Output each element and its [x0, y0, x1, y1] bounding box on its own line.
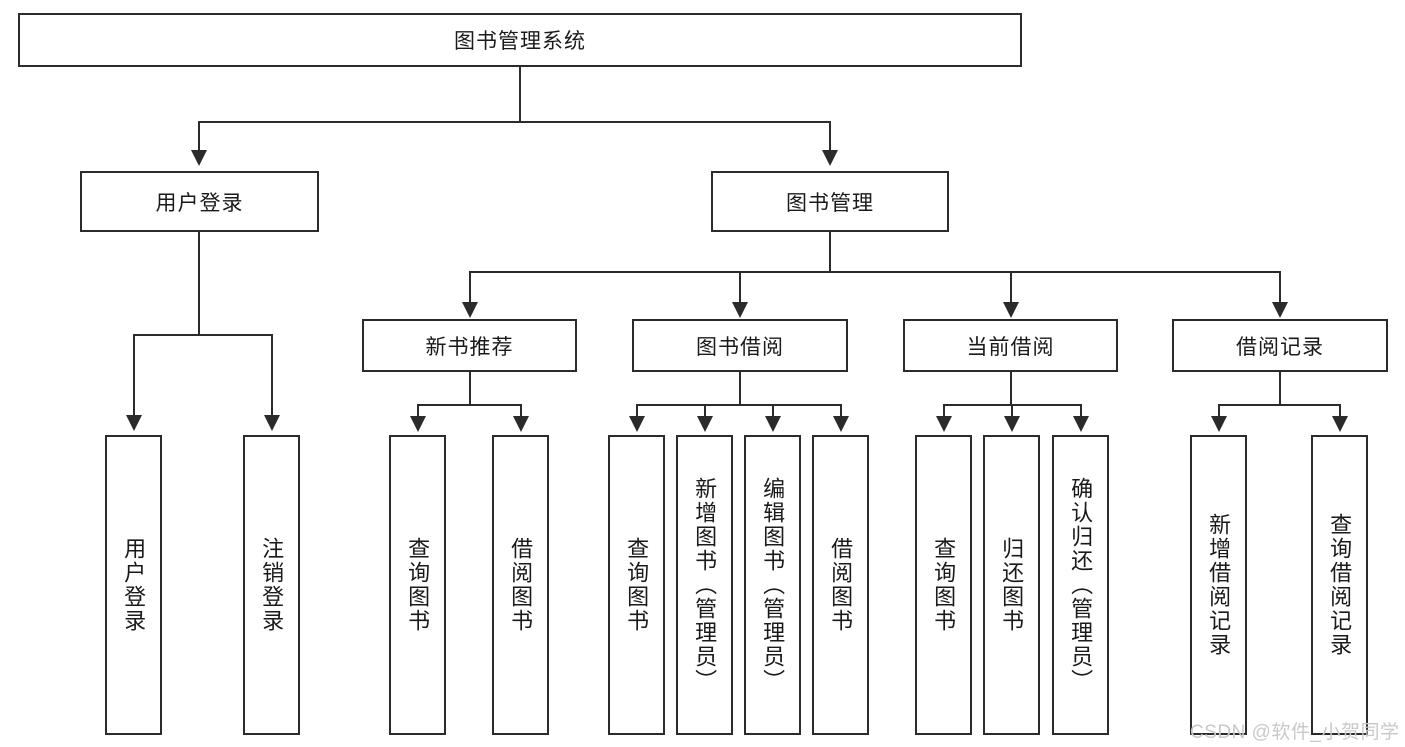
- connector-root-drop-1: [198, 121, 200, 152]
- arrowhead-root-to-book-mgmt: [822, 150, 838, 166]
- connector-user-login-stem: [198, 232, 200, 336]
- arrowhead-current-borrow-leaf-2: [1004, 416, 1020, 432]
- arrowhead-user-login-leaf-2: [264, 415, 280, 431]
- node-label: 查询图书: [931, 537, 957, 633]
- connector-current-borrow-drop-3: [1080, 404, 1082, 418]
- leaf-book-borrow-edit[interactable]: 编辑图书（管理员）: [744, 435, 801, 735]
- node-label: 借阅图书: [828, 537, 854, 633]
- arrowhead-book-mgmt-to-record: [1272, 302, 1288, 318]
- arrowhead-borrow-record-leaf-2: [1332, 416, 1348, 432]
- connector-root-bus: [198, 121, 831, 123]
- leaf-book-borrow-add[interactable]: 新增图书（管理员）: [676, 435, 733, 735]
- node-current-borrow[interactable]: 当前借阅: [903, 319, 1118, 372]
- leaf-new-book-query[interactable]: 查询图书: [389, 435, 446, 735]
- leaf-borrow-record-add[interactable]: 新增借阅记录: [1190, 435, 1247, 735]
- node-label: 借阅记录: [1236, 335, 1324, 359]
- connector-borrow-record-drop-1: [1218, 404, 1220, 418]
- node-book-borrow[interactable]: 图书借阅: [632, 319, 848, 372]
- node-book-management[interactable]: 图书管理: [711, 171, 949, 232]
- leaf-new-book-borrow[interactable]: 借阅图书: [492, 435, 549, 735]
- connector-book-borrow-drop-3: [772, 404, 774, 418]
- arrowhead-user-login-leaf-1: [126, 415, 142, 431]
- node-label: 归还图书: [999, 537, 1025, 633]
- node-label: 用户登录: [121, 537, 147, 633]
- arrowhead-book-borrow-leaf-3: [765, 416, 781, 432]
- arrowhead-root-to-user-login: [191, 150, 207, 166]
- connector-book-borrow-drop-1: [636, 404, 638, 418]
- leaf-borrow-record-query[interactable]: 查询借阅记录: [1311, 435, 1368, 735]
- node-new-book-recommend[interactable]: 新书推荐: [362, 319, 577, 372]
- leaf-user-login-login[interactable]: 用户登录: [105, 435, 162, 735]
- leaf-current-borrow-query[interactable]: 查询图书: [915, 435, 972, 735]
- connector-user-login-drop-1: [133, 334, 135, 417]
- arrowhead-book-borrow-leaf-1: [629, 416, 645, 432]
- node-label: 图书管理系统: [454, 30, 586, 53]
- connector-borrow-record-bus: [1218, 404, 1340, 406]
- leaf-book-borrow-borrow[interactable]: 借阅图书: [812, 435, 869, 735]
- connector-book-borrow-drop-4: [840, 404, 842, 418]
- node-label: 当前借阅: [966, 335, 1055, 359]
- arrowhead-borrow-record-leaf-1: [1211, 416, 1227, 432]
- arrowhead-new-book-leaf-2: [513, 416, 529, 432]
- node-label: 用户登录: [155, 191, 244, 215]
- node-label: 查询图书: [405, 537, 431, 633]
- node-label: 图书管理: [786, 191, 874, 215]
- connector-root-drop-2: [829, 121, 831, 152]
- connector-book-mgmt-bus: [469, 271, 1280, 273]
- node-borrow-record[interactable]: 借阅记录: [1172, 319, 1388, 372]
- leaf-current-borrow-confirm-return[interactable]: 确认归还（管理员）: [1052, 435, 1109, 735]
- node-label: 查询图书: [624, 537, 650, 633]
- node-root-system[interactable]: 图书管理系统: [18, 13, 1022, 67]
- node-label: 借阅图书: [508, 537, 534, 633]
- connector-book-borrow-drop-2: [704, 404, 706, 418]
- connector-new-book-bus: [417, 404, 521, 406]
- connector-new-book-drop-1: [417, 404, 419, 418]
- arrowhead-current-borrow-leaf-1: [936, 416, 952, 432]
- connector-current-borrow-drop-2: [1011, 404, 1013, 418]
- arrowhead-book-mgmt-to-new-book: [462, 302, 478, 318]
- connector-book-mgmt-drop-1: [469, 271, 471, 304]
- connector-borrow-record-drop-2: [1339, 404, 1341, 418]
- arrowhead-book-mgmt-to-borrow: [732, 302, 748, 318]
- connector-root-stem: [519, 67, 521, 123]
- connector-book-mgmt-stem: [829, 232, 831, 273]
- node-label: 新增借阅记录: [1206, 513, 1232, 657]
- connector-new-book-drop-2: [520, 404, 522, 418]
- connector-book-mgmt-drop-2: [739, 271, 741, 304]
- arrowhead-current-borrow-leaf-3: [1073, 416, 1089, 432]
- node-label: 图书借阅: [696, 335, 784, 359]
- connector-user-login-drop-2: [271, 334, 273, 417]
- connector-user-login-bus: [133, 334, 272, 336]
- leaf-current-borrow-return[interactable]: 归还图书: [983, 435, 1040, 735]
- connector-book-borrow-bus: [636, 404, 841, 406]
- leaf-book-borrow-query[interactable]: 查询图书: [608, 435, 665, 735]
- leaf-user-login-logout[interactable]: 注销登录: [243, 435, 300, 735]
- arrowhead-book-mgmt-to-current: [1003, 302, 1019, 318]
- connector-book-borrow-stem: [739, 372, 741, 406]
- connector-borrow-record-stem: [1279, 372, 1281, 406]
- node-label: 编辑图书（管理员）: [760, 477, 786, 693]
- node-label: 注销登录: [259, 537, 285, 633]
- connector-new-book-stem: [469, 372, 471, 406]
- connector-current-borrow-drop-1: [943, 404, 945, 418]
- arrowhead-new-book-leaf-1: [410, 416, 426, 432]
- node-label: 确认归还（管理员）: [1068, 477, 1094, 693]
- arrowhead-book-borrow-leaf-4: [833, 416, 849, 432]
- connector-current-borrow-stem: [1010, 372, 1012, 406]
- connector-book-mgmt-drop-3: [1010, 271, 1012, 304]
- arrowhead-book-borrow-leaf-2: [697, 416, 713, 432]
- connector-book-mgmt-drop-4: [1279, 271, 1281, 304]
- node-label: 新书推荐: [425, 335, 514, 359]
- node-label: 新增图书（管理员）: [692, 477, 718, 693]
- node-user-login[interactable]: 用户登录: [80, 171, 319, 232]
- watermark-text: CSDN @软件_小贺同学: [1190, 722, 1400, 743]
- node-label: 查询借阅记录: [1327, 513, 1353, 657]
